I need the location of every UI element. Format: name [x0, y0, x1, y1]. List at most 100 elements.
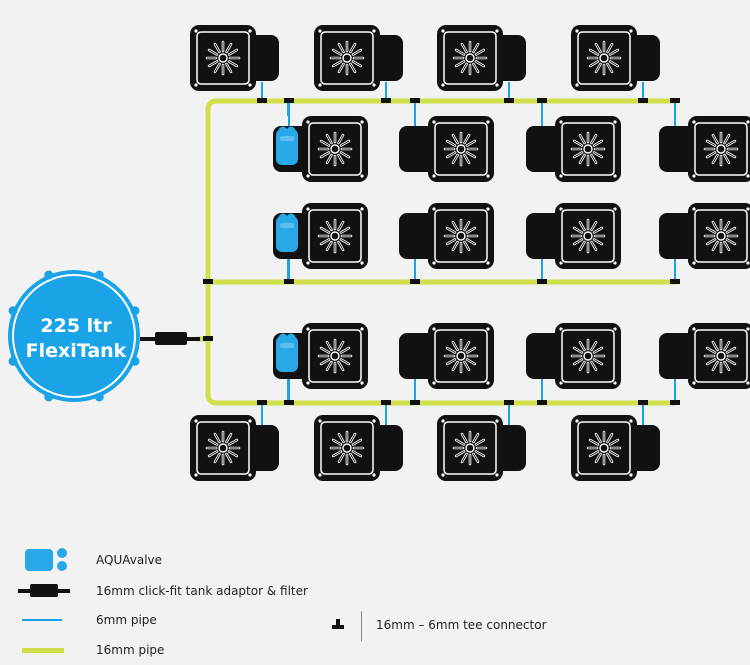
legend-16mm-pipe-label: 16mm pipe [96, 643, 165, 657]
sunburst-ray-inner [573, 239, 583, 245]
pot-body [555, 323, 621, 389]
tee-connector [504, 400, 514, 405]
sunburst-ray-inner [464, 154, 470, 164]
sunburst-ray-inner [452, 221, 458, 231]
sunburst-ray-inner [464, 361, 470, 371]
pot-hole [692, 327, 696, 331]
sunburst-ray-inner [593, 239, 603, 245]
sunburst-ray-inner [609, 61, 619, 67]
sunburst-ray-inner [591, 154, 597, 164]
sunburst-ray-inner [712, 241, 718, 251]
sunburst-ray-inner [352, 61, 362, 67]
pipe-6mm-feeder [385, 403, 387, 428]
sunburst-ray-inner [579, 241, 585, 251]
sunburst-icon [703, 218, 739, 254]
pot [571, 25, 660, 91]
pot [659, 323, 750, 389]
tee-connector [257, 98, 267, 103]
sunburst-ray-inner [228, 61, 238, 67]
tee-body [504, 98, 514, 103]
sunburst-ray-inner [340, 347, 350, 353]
sunburst-ray-inner [452, 154, 458, 164]
sunburst-core [218, 53, 228, 63]
sunburst-ray-inner [208, 49, 218, 55]
tee-connector [537, 279, 547, 284]
tee-connector [203, 279, 213, 284]
tee-body [537, 279, 547, 284]
pot-hole [318, 29, 322, 33]
tee-body [284, 400, 294, 405]
pot-frame [577, 421, 631, 475]
pipe-6mm-feeder [674, 101, 676, 128]
sunburst-core [456, 144, 466, 154]
pot-hole [306, 381, 310, 385]
pipe-6mm-feeder [287, 376, 289, 403]
sunburst-ray-inner [455, 439, 465, 445]
pot-frame [308, 122, 362, 176]
sunburst-ray-inner [326, 361, 332, 371]
pot-frame [434, 329, 488, 383]
pot-hole [575, 419, 579, 423]
sunburst-ray-inner [724, 134, 730, 144]
sunburst-ray-inner [332, 451, 342, 457]
pot-frame [577, 31, 631, 85]
pot [399, 323, 494, 389]
aquavalve-float [286, 213, 296, 223]
sunburst-ray-inner [706, 347, 716, 353]
pot-hole [306, 327, 310, 331]
sunburst-ray-inner [461, 43, 467, 53]
sunburst-ray-inner [464, 341, 470, 351]
pot-hole [432, 207, 436, 211]
pot-frame [561, 122, 615, 176]
sunburst-ray-inner [724, 341, 730, 351]
pot-hole [692, 207, 696, 211]
sunburst-ray-inner [350, 453, 356, 463]
sunburst-ray-inner [338, 241, 344, 251]
pot-body [688, 323, 750, 389]
pot-hole [194, 29, 198, 33]
sunburst-ray-inner [326, 241, 332, 251]
tee-connector [504, 98, 514, 103]
pot-hole [559, 381, 563, 385]
sunburst-core [342, 53, 352, 63]
flexitank-body [8, 270, 140, 402]
pipe-6mm-feeder [261, 403, 263, 428]
sunburst-ray-inner [589, 49, 599, 55]
tee-connector [410, 400, 420, 405]
sunburst-ray-inner [579, 361, 585, 371]
sunburst-ray-inner [706, 152, 716, 158]
pot-hole [495, 83, 499, 87]
sunburst-ray-inner [591, 241, 597, 251]
sunburst-ray-inner [573, 140, 583, 146]
aquavalve-body [276, 336, 298, 372]
sunburst-ray-inner [473, 453, 479, 463]
sunburst-ray-inner [338, 43, 344, 53]
pot [659, 116, 750, 182]
sunburst-ray-inner [461, 453, 467, 463]
sunburst-ray-inner [466, 227, 476, 233]
pot-hole [692, 381, 696, 385]
pot-frame [443, 421, 497, 475]
sunburst-core [583, 351, 593, 361]
tee-connector [638, 400, 648, 405]
sunburst-icon [586, 40, 622, 76]
sunburst-ray-inner [332, 61, 342, 67]
sunburst-ray-inner [338, 453, 344, 463]
sunburst-ray-inner [455, 451, 465, 457]
sunburst-ray-inner [214, 433, 220, 443]
sunburst-ray-inner [726, 140, 736, 146]
pipe-6mm-feeder [508, 82, 510, 100]
pot-hole [486, 174, 490, 178]
sunburst-ray-inner [208, 61, 218, 67]
sunburst-ray-inner [466, 359, 476, 365]
flexitank-bolts [8, 270, 140, 402]
pot-hole [495, 419, 499, 423]
sunburst-ray-inner [591, 361, 597, 371]
tee-body [504, 400, 514, 405]
sunburst-core [330, 351, 340, 361]
pipe-6mm-feeder [414, 258, 416, 282]
sunburst-ray-inner [352, 451, 362, 457]
sunburst-ray-inner [338, 433, 344, 443]
pot-hole [306, 174, 310, 178]
pot-hole [372, 83, 376, 87]
